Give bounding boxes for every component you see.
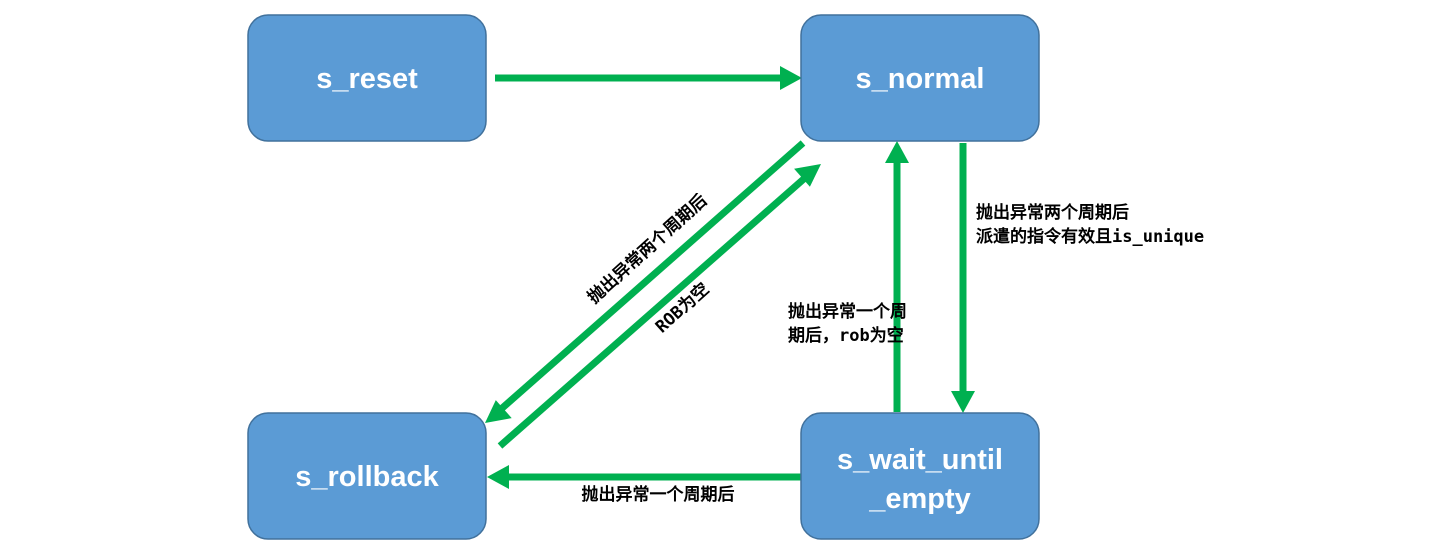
state-label-wait-line2: _empty: [868, 483, 971, 515]
edge-label-wait-to-normal-line1: 抛出异常一个周: [788, 301, 907, 322]
state-label-wait-line1: s_wait_until: [837, 444, 1003, 476]
arrow-wait-to-rollback: [487, 465, 802, 489]
state-s-reset: s_reset: [247, 14, 487, 142]
edge-label-normal-to-wait-line2: 派遣的指令有效且is_unique: [976, 226, 1204, 247]
state-label-normal: s_normal: [856, 63, 985, 95]
edge-label-wait-to-normal-line2: 期后，rob为空: [788, 325, 904, 346]
arrow-normal-to-rollback: [485, 140, 806, 423]
state-s-rollback: s_rollback: [247, 412, 487, 540]
arrow-rollback-to-normal: [497, 164, 821, 449]
state-label-rollback: s_rollback: [295, 461, 439, 493]
state-s-wait-until-empty: s_wait_until _empty: [800, 412, 1040, 540]
arrow-reset-to-normal: [495, 66, 802, 90]
edge-label-normal-to-wait-line1: 抛出异常两个周期后: [976, 202, 1129, 223]
state-label-reset: s_reset: [316, 63, 418, 95]
arrow-normal-to-wait: [951, 143, 975, 413]
arrow-wait-to-normal: [885, 141, 909, 412]
state-s-normal: s_normal: [800, 14, 1040, 142]
edge-label-wait-to-rollback: 抛出异常一个周期后: [582, 484, 735, 505]
